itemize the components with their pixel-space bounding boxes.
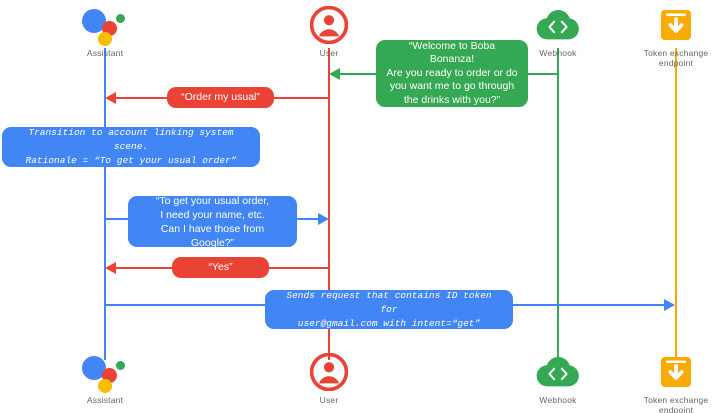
message-ask-consent-line2: I need your name, etc.: [160, 208, 265, 221]
actor-endpoint-bottom: Token exchange endpoint: [616, 352, 725, 413]
actor-assistant-bottom: Assistant: [45, 352, 165, 405]
lifeline-endpoint: [675, 48, 677, 360]
actor-webhook-top: Webhook: [498, 5, 618, 58]
download-box-icon-bottom: [616, 352, 725, 392]
message-transition-note: Transition to account linking system sce…: [2, 127, 260, 167]
actor-label-webhook-bottom: Webhook: [539, 395, 577, 405]
user-avatar-icon-bottom: [269, 352, 389, 392]
message-sends-request: Sends request that contains ID token for…: [265, 290, 513, 329]
message-welcome-line2: Are you ready to order or do: [386, 66, 518, 79]
download-box-icon: [616, 5, 725, 45]
actor-user-top: User: [269, 5, 389, 58]
actor-label-endpoint-bottom-line1: Token exchange: [643, 395, 709, 405]
code-cloud-icon-bottom: [498, 352, 618, 392]
message-transition-note-line1: Transition to account linking system sce…: [28, 127, 234, 152]
actor-label-user-bottom: User: [319, 395, 339, 405]
actor-label-webhook: Webhook: [539, 48, 577, 58]
message-welcome-line1: “Welcome to Boba Bonanza!: [408, 39, 496, 66]
actor-label-endpoint-line2: endpoint: [658, 58, 694, 68]
actor-webhook-bottom: Webhook: [498, 352, 618, 405]
message-yes-line1: “Yes”: [208, 260, 233, 273]
actor-label-assistant-bottom: Assistant: [86, 395, 124, 405]
message-sends-request-line2: user@gmail.com with intent=“get”: [297, 317, 481, 329]
message-ask-consent-line3: Can I have those from Google?”: [160, 222, 265, 249]
code-cloud-icon: [498, 5, 618, 45]
lifeline-user: [328, 48, 330, 360]
user-avatar-icon: [269, 5, 389, 45]
lifeline-webhook: [557, 48, 559, 360]
lifeline-assistant: [104, 48, 106, 360]
message-ask-consent: “To get your usual order, I need your na…: [128, 194, 297, 249]
actor-label-endpoint-line1: Token exchange: [643, 48, 709, 58]
message-welcome-line3: you want me to go through: [389, 80, 515, 93]
actor-user-bottom: User: [269, 352, 389, 405]
arrow-head-ask-consent: [318, 213, 329, 225]
google-assistant-icon-bottom: [45, 352, 165, 393]
message-order-my-usual: “Order my usual”: [167, 87, 274, 108]
actor-endpoint-top: Token exchange endpoint: [616, 5, 725, 68]
arrow-head-yes: [105, 262, 116, 274]
actor-label-user: User: [319, 48, 339, 58]
message-welcome-line4: the drinks with you?”: [403, 93, 501, 106]
arrow-head-order-my-usual: [105, 92, 116, 104]
actor-assistant-top: Assistant: [45, 5, 165, 58]
actor-label-endpoint-bottom-line2: endpoint: [658, 405, 694, 413]
arrow-head-sends-request: [664, 299, 675, 311]
arrow-head-welcome: [329, 68, 340, 80]
actor-label-endpoint: Token exchange endpoint: [616, 48, 725, 68]
message-sends-request-line1: Sends request that contains ID token for: [286, 289, 492, 315]
message-ask-consent-line1: “To get your usual order,: [155, 194, 270, 207]
message-yes: “Yes”: [172, 257, 269, 278]
actor-label-assistant: Assistant: [86, 48, 124, 58]
message-welcome: “Welcome to Boba Bonanza! Are you ready …: [376, 40, 528, 107]
actor-label-endpoint-bottom: Token exchange endpoint: [616, 395, 725, 413]
google-assistant-icon: [45, 5, 165, 46]
message-transition-note-line2: Rationale = “To get your usual order”: [25, 155, 237, 166]
message-order-my-usual-line1: “Order my usual”: [181, 90, 260, 103]
